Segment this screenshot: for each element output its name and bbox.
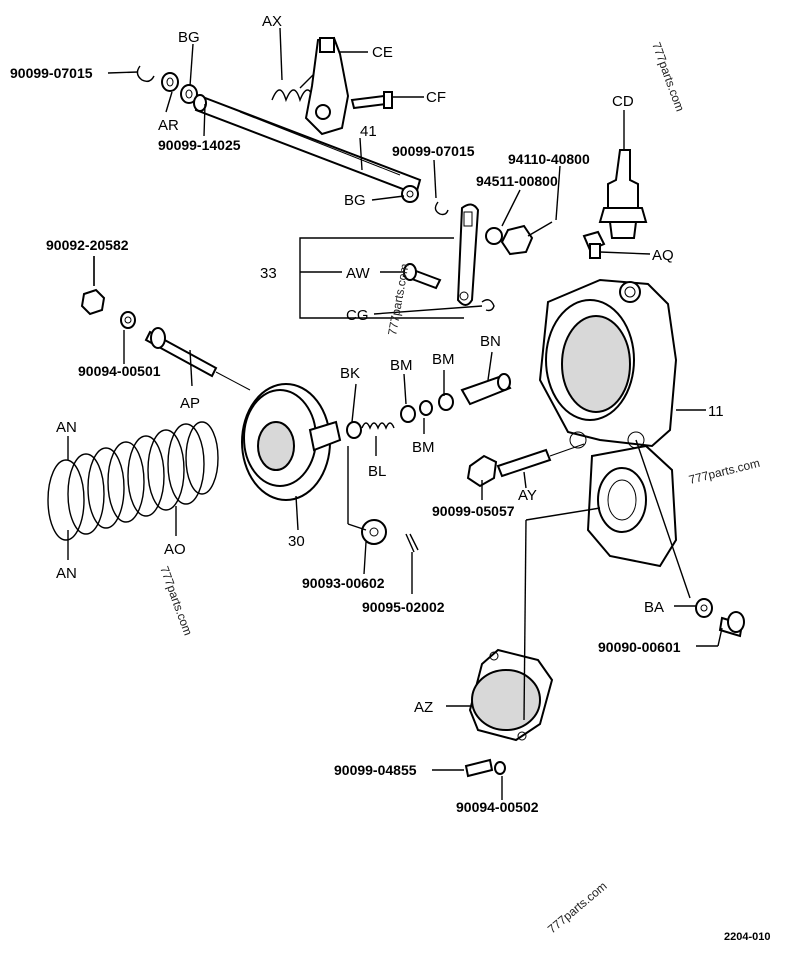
label-ax: AX [262,13,282,30]
figure-reference: 2204-010 [724,931,771,943]
lever-shaft-assembly [136,36,534,312]
label-90094-00502: 90094-00502 [456,799,539,815]
label-41: 41 [360,123,377,140]
screw-cf-shape [350,94,388,110]
label-90094-00501: 90094-00501 [78,363,161,379]
label-90095-02002: 90095-02002 [362,599,445,615]
label-90099-05057: 90099-05057 [432,503,515,519]
label-ay: AY [518,487,537,504]
governor-internals [47,288,585,553]
label-33: 33 [260,265,277,282]
label-90099-04855: 90099-04855 [334,762,417,778]
label-cg: CG [346,307,369,324]
label-90090-00601: 90090-00601 [598,639,681,655]
label-cf: CF [426,89,446,106]
watermark-1: 777parts.com [649,40,687,113]
part-labels: 90099-07015 AR BG 90099-14025 AX CE CF 4… [10,13,724,815]
label-90093-00602: 90093-00602 [302,575,385,591]
label-aw: AW [346,265,370,282]
watermark-5: 777parts.com [545,879,610,936]
label-30: 30 [288,533,305,550]
washer-ar-shape [161,72,179,92]
label-94110-40800: 94110-40800 [508,151,590,167]
spring-bl-shape [361,422,395,430]
label-90099-07015-a: 90099-07015 [10,65,93,81]
link-plate-shape [456,203,480,306]
watermark-4: 777parts.com [157,564,195,637]
label-ao: AO [164,541,186,558]
label-ap: AP [180,395,200,412]
label-bl: BL [368,463,386,480]
label-bm-2: BM [432,351,455,368]
label-bg-mid: BG [344,192,366,209]
label-bm-3: BM [412,439,435,456]
watermark-3: 777parts.com [687,456,761,487]
fitting-cd-shape [607,149,639,211]
snap-ring-shape [136,65,155,83]
label-bg-top: BG [178,29,200,46]
label-11: 11 [708,403,724,420]
watermark-2: 777parts.com [385,262,411,336]
label-94511-00800: 94511-00800 [476,173,558,189]
label-an-top: AN [56,419,77,436]
screw-ay-shape [496,448,552,478]
label-ar: AR [158,117,179,134]
label-cd: CD [612,93,634,110]
spring-ao-shape [47,421,219,541]
label-an-bottom: AN [56,565,77,582]
label-ce: CE [372,44,393,61]
label-90099-14025: 90099-14025 [158,137,241,153]
label-90092-20582: 90092-20582 [46,237,129,253]
label-az: AZ [414,699,433,716]
label-bk: BK [340,365,360,382]
washer-bg-shape [180,84,198,104]
label-bm-1: BM [390,357,413,374]
label-90099-07015-b: 90099-07015 [392,143,475,159]
governor-housing [538,278,678,568]
cover-assembly [464,598,745,778]
label-ba: BA [644,599,664,616]
fitting-assembly [582,149,648,259]
leader-lines [67,27,723,800]
label-bn: BN [480,333,501,350]
label-aq: AQ [652,247,674,264]
